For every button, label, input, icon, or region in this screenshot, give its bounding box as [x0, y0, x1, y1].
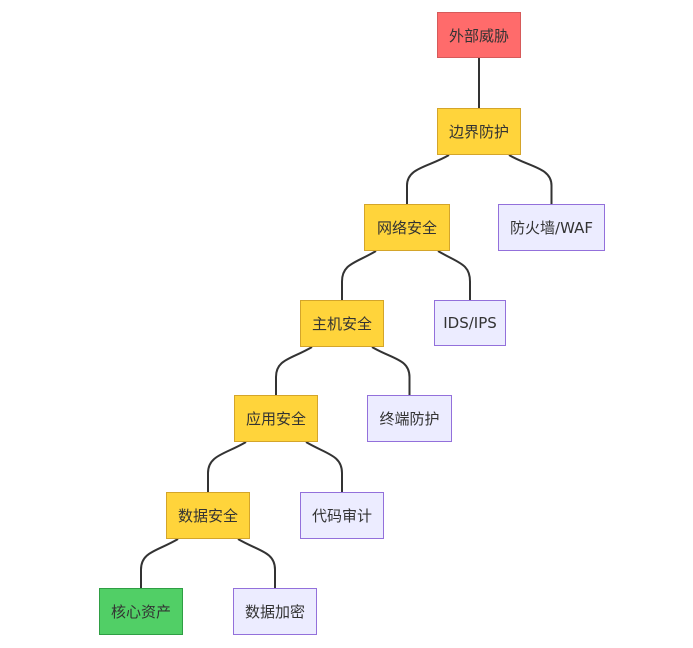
node-external-threat[interactable]: 外部威胁	[437, 12, 521, 58]
edge-host-app	[275, 346, 313, 395]
node-data-security[interactable]: 数据安全	[166, 492, 250, 539]
edge-network-host	[341, 250, 377, 300]
edge-app-data	[207, 441, 247, 492]
node-perimeter-protection[interactable]: 边界防护	[437, 108, 521, 155]
edge-data-encryption	[237, 538, 276, 588]
node-network-security[interactable]: 网络安全	[364, 204, 450, 251]
node-host-security[interactable]: 主机安全	[300, 300, 384, 347]
edge-perimeter-network	[406, 154, 450, 204]
edge-perimeter-firewall	[508, 154, 553, 204]
node-firewall-waf[interactable]: 防火墙/WAF	[498, 204, 605, 251]
node-application-security[interactable]: 应用安全	[234, 395, 318, 442]
edge-app-codeaudit	[305, 441, 343, 492]
edge-network-idsips	[437, 250, 471, 300]
node-endpoint-protection[interactable]: 终端防护	[367, 395, 452, 442]
node-core-assets[interactable]: 核心资产	[99, 588, 183, 635]
node-data-encryption[interactable]: 数据加密	[233, 588, 317, 635]
node-ids-ips[interactable]: IDS/IPS	[434, 300, 506, 346]
edge-data-core	[140, 538, 179, 588]
node-code-audit[interactable]: 代码审计	[300, 492, 384, 539]
edge-host-endpoint	[371, 346, 411, 395]
